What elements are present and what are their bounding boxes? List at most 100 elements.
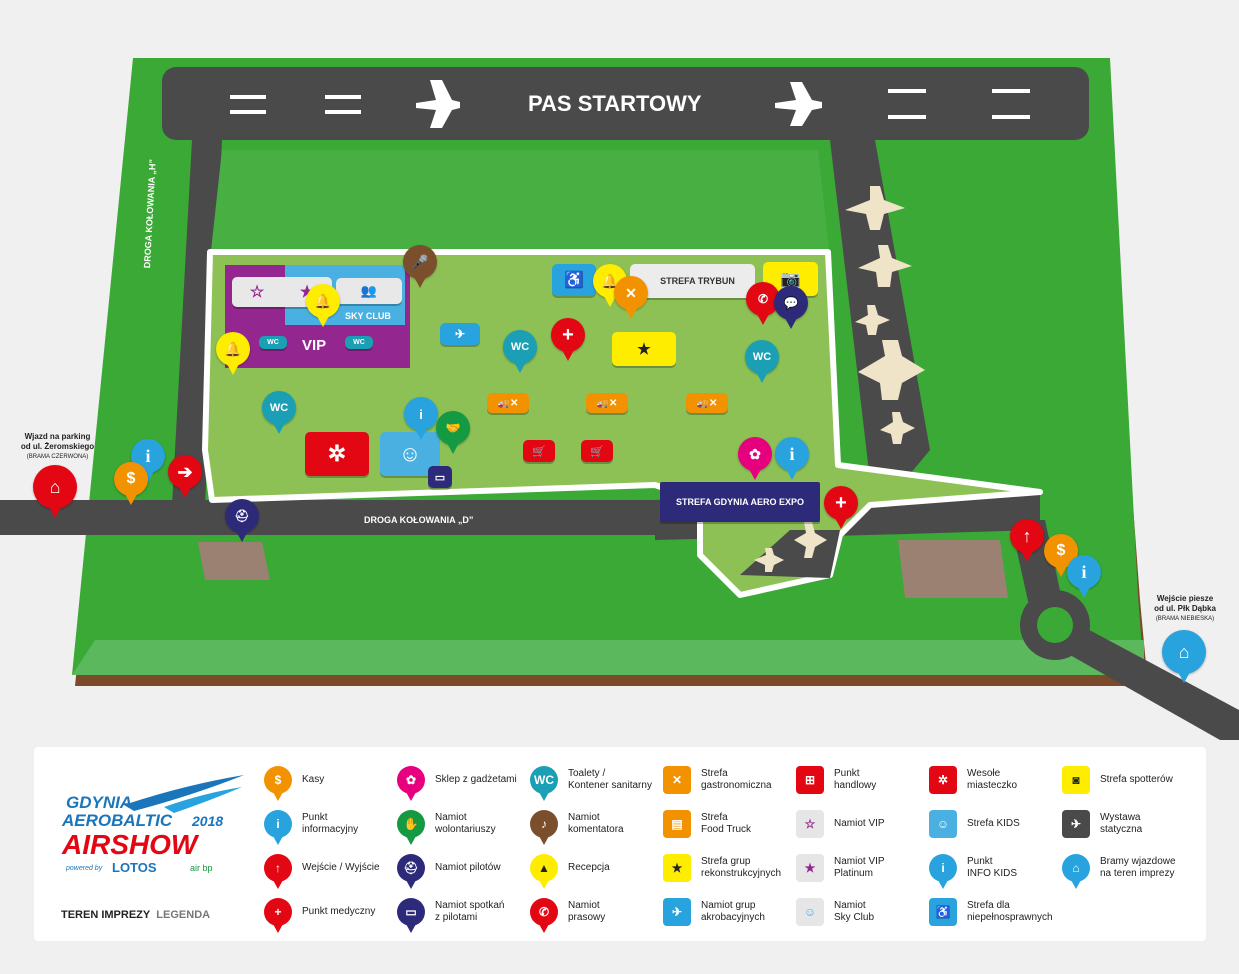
gate-red-pin[interactable]: ⌂ <box>33 465 77 518</box>
legend-panel: GDYNIA AEROBALTIC 2018 AIRSHOW powered b… <box>34 747 1206 941</box>
sky-club-label: SKY CLUB <box>345 311 391 321</box>
kid-face-icon: ☺ <box>398 441 422 466</box>
press-icon: ✆ <box>530 898 558 933</box>
legend-item: ✈Wystawa statyczna <box>1062 810 1192 838</box>
entrance-pin-east[interactable]: ↑ <box>1010 519 1044 562</box>
bell-icon: 🔔 <box>224 340 242 357</box>
legend-item-label: Toalety / Kontener sanitarny <box>568 768 652 791</box>
wc-pin-1[interactable]: WC <box>262 391 296 434</box>
cross-icon: + <box>835 491 847 514</box>
info-icon: i <box>1081 561 1087 582</box>
legend-item-label: Strefa KIDS <box>967 818 1020 829</box>
info-kids-pin[interactable]: i <box>404 397 438 440</box>
fun-fair[interactable]: ✲ <box>305 432 369 476</box>
legend-item: ✆ Namiot prasowy <box>530 898 660 933</box>
fork-knife-icon: ✕ <box>625 284 637 301</box>
legend-item-label: Strefa spotterów <box>1100 774 1173 785</box>
taxiway-diagonal <box>830 140 930 480</box>
dollar-icon: $ <box>126 470 136 487</box>
handshake-icon: 🤝 <box>445 421 461 435</box>
ferris-wheel-icon: ✲ <box>929 766 957 794</box>
legend-item-label: Namiot VIP <box>834 818 885 829</box>
handshake-icon: ✋ <box>397 810 425 845</box>
entrance-pin-west[interactable]: ➔ <box>168 455 202 498</box>
wheelchair-zone[interactable]: ♿ <box>552 264 596 296</box>
microphone-icon: 🎤 <box>411 253 429 270</box>
kids-game[interactable]: ▭ <box>428 466 452 488</box>
vip-wc-left[interactable]: WC <box>259 336 287 349</box>
legend-item: ✈Namiot grup akrobacyjnych <box>663 898 793 926</box>
static-plane-icon: ✈ <box>1062 810 1090 838</box>
star-icon: ☆ <box>796 810 824 838</box>
taxiway-d-label: DROGA KOŁOWANIA „D” <box>364 515 474 525</box>
wheelchair-icon: ♿ <box>929 898 957 926</box>
north-field <box>210 150 830 260</box>
legend-item-label: Namiot pilotów <box>435 862 501 873</box>
wc-icon: WC <box>530 766 558 801</box>
legend-item-label: Namiot komentatora <box>568 812 624 835</box>
bell-icon: 🔔 <box>601 272 619 289</box>
legend-item-label: Wesołe miasteczko <box>967 768 1018 791</box>
press-pin[interactable]: ✆ <box>746 282 780 325</box>
food-truck-1[interactable]: 🚚✕ <box>487 393 529 413</box>
legend-item-label: Punkt medyczny <box>302 906 376 917</box>
legend-item: ▲Recepcja <box>530 854 660 889</box>
commentator-pin[interactable]: 🎤 <box>403 245 437 288</box>
pilots-tent-pin[interactable]: ⛑ <box>225 499 259 542</box>
runway <box>162 67 1089 140</box>
medal-icon: ★ <box>637 341 651 358</box>
aerobatic-plane-icon: ✈ <box>454 327 466 341</box>
legend-item: WC Toalety / Kontener sanitarny <box>530 766 660 801</box>
legend-item: ♪Namiot komentatora <box>530 810 660 845</box>
legend-item-label: Strefa dla niepełnosprawnych <box>967 900 1053 923</box>
entry-left-label: Wjazd na parking od ul. Żeromskiego (BRA… <box>20 432 95 460</box>
grass-edge <box>72 640 1144 675</box>
reconstruction-tent[interactable]: ★ <box>612 332 676 366</box>
volunteers-pin[interactable]: 🤝 <box>436 411 470 454</box>
medical-pin-1[interactable]: + <box>551 318 585 361</box>
flower-icon: ✿ <box>397 766 425 801</box>
roundabout-center <box>1037 607 1073 643</box>
sky-club-tent[interactable]: 👥 <box>336 278 402 304</box>
taxiway-h <box>172 140 222 505</box>
shop-2[interactable]: 🛒 <box>581 440 613 462</box>
static-plane-icons <box>754 186 925 572</box>
strefa-trybun-stand[interactable]: STREFA TRYBUN <box>630 264 755 298</box>
cart-icon: 🛒 <box>590 445 604 458</box>
shop-1[interactable]: 🛒 <box>523 440 555 462</box>
aerobatic-tent[interactable]: ✈ <box>440 323 480 345</box>
info-pin-east[interactable]: i <box>1067 555 1101 598</box>
chat-icon: ▭ <box>397 898 425 933</box>
medical-pin-2[interactable]: + <box>824 486 858 529</box>
star-icon: ☆ <box>249 284 265 301</box>
building-west <box>198 542 270 580</box>
legend-item-label: Wejście / Wyjście <box>302 862 380 873</box>
info-pin-expo[interactable]: i <box>775 437 809 480</box>
medal-icon: ★ <box>663 854 691 882</box>
food-truck-2[interactable]: 🚚✕ <box>586 393 628 413</box>
legend-item-label: Strefa Food Truck <box>701 812 752 835</box>
legend-item-label: Punkt INFO KIDS <box>967 856 1018 879</box>
legend-item: ✲ Wesołe miasteczko <box>929 766 1059 794</box>
food-truck-icon: 🚚✕ <box>596 397 618 409</box>
gastronomy-pin[interactable]: ✕ <box>614 276 648 319</box>
cash-pin-west[interactable]: $ <box>114 462 148 505</box>
aero-expo-tent[interactable]: STREFA GDYNIA AERO EXPO <box>660 482 820 522</box>
vip-wc-right[interactable]: WC <box>345 336 373 349</box>
gamepad-icon: ▭ <box>434 471 446 484</box>
pilot-cap-icon: ⛑ <box>234 509 250 523</box>
pilot-meeting-pin[interactable]: 💬 <box>774 286 808 329</box>
gadget-shop-pin[interactable]: ✿ <box>738 437 772 480</box>
legend-item: ✕Strefa gastronomiczna <box>663 766 793 794</box>
wc-pin-2[interactable]: WC <box>503 330 537 373</box>
reception-pin-vip[interactable]: 🔔 <box>216 332 250 375</box>
food-truck-3[interactable]: 🚚✕ <box>686 393 728 413</box>
reception-pin-skyclub[interactable]: 🔔 <box>306 284 340 327</box>
gate-blue-pin[interactable]: ⌂ <box>1162 630 1206 683</box>
legend-item: ☺Namiot Sky Club <box>796 898 926 926</box>
wc-pin-3[interactable]: WC <box>745 340 779 383</box>
wheelchair-icon: ♿ <box>564 272 584 289</box>
legend-item-label: Kasy <box>302 774 325 785</box>
runway-plane-icons <box>416 80 822 128</box>
legend-item-label: Namiot prasowy <box>568 900 606 923</box>
